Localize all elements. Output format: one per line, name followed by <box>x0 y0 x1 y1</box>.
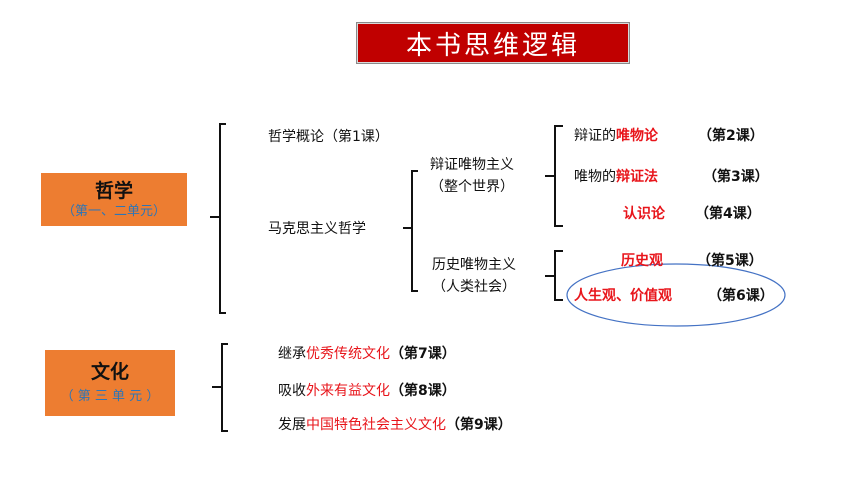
lesson-topic: 人生观、价值观 <box>574 288 672 304</box>
marxism-brace <box>403 170 418 292</box>
dialectical-brace <box>545 125 563 227</box>
culture-brace <box>212 343 228 432</box>
historical-label: 历史唯物主义 （人类社会） <box>432 254 516 298</box>
lesson-number: （第2课） <box>698 128 764 144</box>
dialectical-line2: （整个世界） <box>430 179 514 195</box>
culture-sub: （ 第 三 单 元 ） <box>60 389 160 404</box>
lesson-number: （第4课） <box>695 206 761 222</box>
lesson-topic: 历史观 <box>621 253 663 269</box>
philosophy-box: 哲学 （第一、二单元） <box>41 173 187 226</box>
page-title: 本书思维逻辑 <box>356 22 630 64</box>
culture-lesson-number: （第7课） <box>390 346 456 362</box>
culture-topic: 中国特色社会主义文化 <box>306 417 446 433</box>
lesson-prefix: 辩证的 <box>574 128 616 144</box>
culture-label: 文化 <box>90 361 129 383</box>
culture-item: 继承优秀传统文化（第7课） <box>278 343 456 363</box>
lesson-number: （第5课） <box>697 253 763 269</box>
lesson-item: 唯物的辩证法 <box>574 166 658 186</box>
historical-line2: （人类社会） <box>432 279 516 295</box>
culture-verb: 吸收 <box>278 383 306 399</box>
highlight-ellipse <box>566 263 786 327</box>
culture-box: 文化 （ 第 三 单 元 ） <box>45 350 175 416</box>
culture-item: 吸收外来有益文化（第8课） <box>278 380 456 400</box>
lesson-number: （第6课） <box>708 288 774 304</box>
historical-line1: 历史唯物主义 <box>432 257 516 273</box>
philosophy-sub: （第一、二单元） <box>61 203 166 219</box>
philosophy-label: 哲学 <box>94 179 133 202</box>
lesson-prefix: 唯物的 <box>574 169 616 185</box>
lesson-topic: 认识论 <box>623 206 665 222</box>
lesson-item: 辩证的唯物论 <box>574 125 658 145</box>
lesson-topic: 辩证法 <box>616 169 658 185</box>
lesson-topic: 唯物论 <box>616 128 658 144</box>
culture-lesson-number: （第9课） <box>446 417 512 433</box>
culture-topic: 优秀传统文化 <box>306 346 390 362</box>
culture-verb: 继承 <box>278 346 306 362</box>
marxism-label: 马克思主义哲学 <box>268 221 366 237</box>
philosophy-brace <box>210 123 226 314</box>
philosophy-intro: 哲学概论（第1课） <box>268 129 389 145</box>
culture-topic: 外来有益文化 <box>306 383 390 399</box>
lesson-number: （第3课） <box>703 169 769 185</box>
culture-verb: 发展 <box>278 417 306 433</box>
dialectical-label: 辩证唯物主义 （整个世界） <box>430 154 514 198</box>
culture-item: 发展中国特色社会主义文化（第9课） <box>278 414 512 434</box>
historical-brace <box>545 250 563 301</box>
dialectical-line1: 辩证唯物主义 <box>430 157 514 173</box>
culture-lesson-number: （第8课） <box>390 383 456 399</box>
